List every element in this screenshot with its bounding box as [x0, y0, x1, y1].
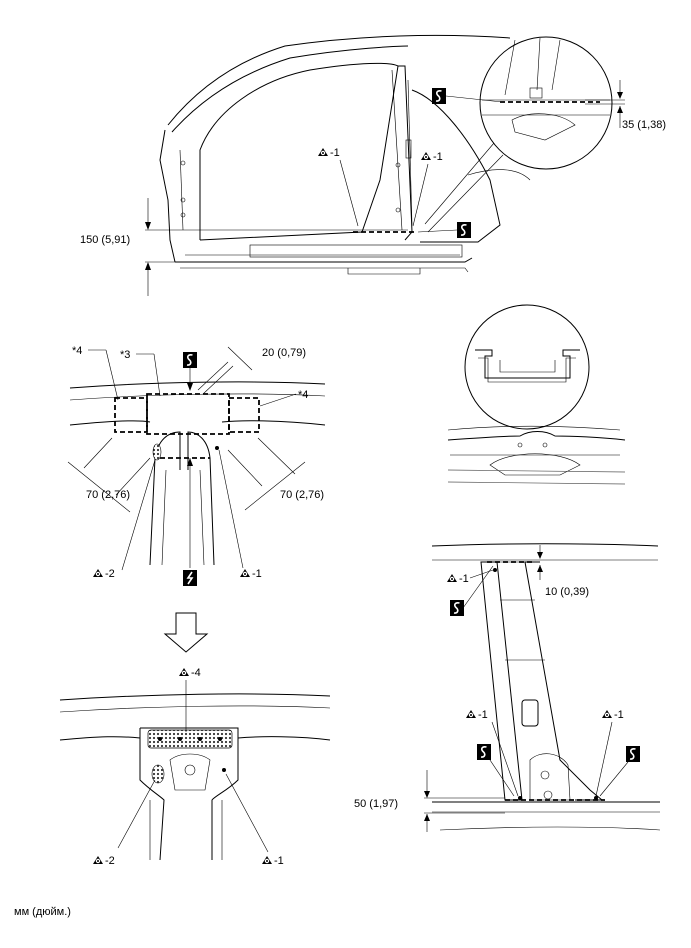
- svg-text:-1: -1: [614, 709, 624, 721]
- car-body-side-view: [145, 34, 531, 275]
- dimension-20: 20 (0,79): [197, 346, 306, 395]
- weld-marker-pillar-right: -1: [595, 709, 624, 797]
- weld-marker-pillar-left: -1: [466, 709, 519, 797]
- weld-marker-top-left: -1: [318, 147, 359, 227]
- cross-section-circle: [464, 304, 590, 430]
- svg-text:-2: -2: [105, 855, 115, 867]
- weld-marker-finished-right: -1: [225, 773, 284, 867]
- dimension-150: 150 (5,91): [80, 198, 151, 296]
- svg-text:-1: -1: [433, 151, 443, 163]
- svg-text:-4: -4: [191, 667, 201, 679]
- dim-label-35: 35 (1,38): [622, 119, 666, 131]
- upper-joint-view: [69, 351, 326, 587]
- svg-text:20 (0,79): 20 (0,79): [262, 347, 306, 359]
- weld-marker-pillar-top: -1: [447, 569, 494, 585]
- b-pillar-view: 10 (0,39) 50 (1,97): [354, 543, 661, 832]
- weld-marker-joint-right: -1: [218, 449, 262, 580]
- label-star4-left: *4: [72, 345, 119, 401]
- section-view: [447, 425, 626, 485]
- finished-joint-view: [59, 693, 331, 861]
- weld-marker-finished-left: -2: [93, 779, 156, 867]
- svg-text:-2: -2: [105, 568, 115, 580]
- dimension-70-left: 70 (2,76): [67, 437, 151, 513]
- svg-text:70 (2,76): 70 (2,76): [86, 489, 130, 501]
- units-label: мм (дюйм.): [14, 906, 71, 918]
- svg-text:-1: -1: [459, 573, 469, 585]
- label-star3: *3: [120, 349, 161, 397]
- svg-text:-1: -1: [252, 568, 262, 580]
- down-arrow-icon: [163, 612, 209, 653]
- dim-label-50: 50 (1,97): [354, 798, 398, 810]
- weld-marker-joint-left: -2: [93, 459, 156, 580]
- dimension-70-right: 70 (2,76): [227, 437, 324, 511]
- weld-marker-finished-top: -4: [179, 667, 201, 732]
- svg-text:70 (2,76): 70 (2,76): [280, 489, 324, 501]
- svg-text:-1: -1: [274, 855, 284, 867]
- dim-label-10: 10 (0,39): [545, 586, 589, 598]
- svg-text:*4: *4: [72, 345, 82, 357]
- svg-text:-1: -1: [330, 147, 340, 159]
- dim-label-150: 150 (5,91): [80, 234, 130, 246]
- weld-marker-top-right: -1: [412, 151, 443, 227]
- svg-text:-1: -1: [478, 709, 488, 721]
- svg-text:*4: *4: [298, 389, 308, 401]
- svg-text:*3: *3: [120, 349, 130, 361]
- detail-circle: 35 (1,38): [424, 36, 666, 233]
- label-star4-right: *4: [259, 389, 308, 407]
- cut-marker-sill: [417, 221, 472, 239]
